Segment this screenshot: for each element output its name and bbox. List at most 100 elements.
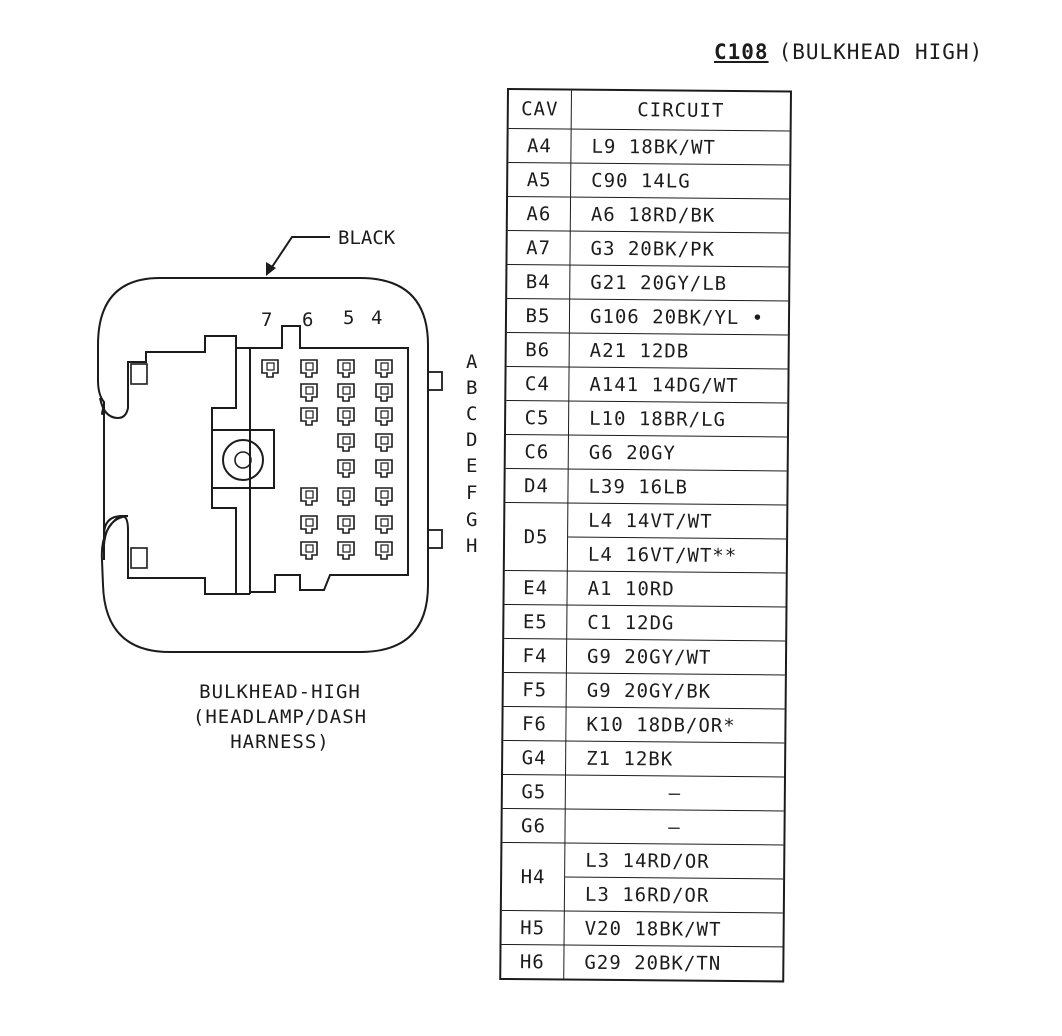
terminal-pin (305, 490, 314, 499)
terminal-pin (342, 436, 351, 445)
circuit-value: A21 12DB (589, 339, 690, 363)
circuit-value: L4 14VT/WT (588, 509, 713, 533)
terminal-cavity-5-B (337, 383, 355, 402)
terminal-pin (380, 362, 389, 371)
row-label-e: E (466, 455, 477, 477)
terminal-cavity-4-A (375, 359, 393, 378)
row-label-c: C (466, 403, 477, 425)
cavity-field (250, 325, 409, 593)
cavity-id: F5 (503, 672, 567, 707)
terminal-cavity-4-B (375, 383, 393, 402)
cavity-id: G6 (502, 808, 566, 843)
caption-line-1: BULKHEAD-HIGH (199, 681, 361, 703)
terminal-pin (342, 490, 351, 499)
connector-code: C108 (714, 40, 769, 64)
circuit-value: K10 18DB/OR* (586, 713, 736, 737)
terminal-pin (380, 386, 389, 395)
circuit-column-header: CIRCUIT (637, 99, 725, 122)
cavity-id: B5 (506, 299, 571, 333)
table-row: F4 G9 20GY/WT (503, 637, 786, 675)
cavity-id: D5 (504, 503, 569, 571)
connector-title: C108 (BULKHEAD HIGH) (714, 40, 983, 64)
cavity-id: B4 (507, 265, 571, 299)
terminal-pin (305, 386, 314, 395)
terminal-pin (380, 436, 389, 445)
caption-line-2: (HEADLAMP/DASH (192, 706, 368, 728)
cavity-id: A4 (508, 129, 572, 163)
latch-upper (99, 335, 250, 420)
terminal-pin (342, 410, 351, 419)
terminal-pin (342, 518, 351, 527)
terminal-cavity-4-E (375, 459, 393, 478)
terminal-cavity-5-G (337, 515, 355, 534)
cavity-id: A5 (508, 163, 572, 197)
table-row: B6 A21 12DB (506, 332, 788, 369)
latch-lower (103, 514, 250, 595)
terminal-cavity-5-E (337, 459, 355, 478)
cavity-id: B6 (506, 333, 570, 367)
terminal-pin (380, 462, 389, 471)
circuit-value: G9 20GY/WT (586, 645, 712, 669)
connector-name: (BULKHEAD HIGH) (778, 40, 984, 64)
table-row: A5 C90 14LG (508, 162, 790, 199)
table-header-row: CAV CIRCUIT (508, 90, 790, 130)
black-leader-line (269, 236, 330, 271)
circuit-value: C1 12DG (587, 611, 675, 634)
cavity-id: F4 (503, 638, 568, 673)
terminal-cavity-5-H (337, 541, 355, 560)
column-label-4: 4 (371, 307, 382, 329)
terminal-pin (342, 544, 351, 553)
terminal-cavity-4-F (375, 487, 393, 506)
mount-hole-inner (234, 451, 252, 469)
circuit-value: A1 10RD (587, 577, 675, 600)
row-label-h: H (466, 535, 477, 557)
mount-boss (211, 429, 275, 489)
cavity-id: F6 (503, 706, 567, 741)
circuit-value: – (668, 781, 682, 805)
row-label-a: A (466, 351, 478, 373)
table-row: G5 – (502, 773, 785, 811)
cavity-id: E5 (504, 604, 568, 639)
center-column (211, 336, 251, 594)
column-label-5: 5 (343, 307, 354, 329)
row-label-g: G (466, 509, 477, 531)
table-row: E5 C1 12DG (504, 603, 786, 641)
table-row: B5 G106 20BK/YL • (506, 298, 789, 335)
connector-caption: BULKHEAD-HIGH (HEADLAMP/DASH HARNESS) (150, 680, 410, 755)
circuit-value: L4 16VT/WT** (567, 536, 787, 573)
cavity-id: H5 (501, 910, 565, 945)
terminal-cavity-5-D (337, 433, 355, 452)
circuit-value: C90 14LG (591, 169, 691, 193)
cavity-id: G5 (502, 774, 567, 809)
terminal-cavity-6-A (300, 359, 318, 378)
mount-hole (222, 439, 264, 481)
circuit-value: Z1 12BK (586, 747, 674, 770)
circuit-value: G9 20GY/BK (586, 679, 712, 703)
circuit-value: A141 14DG/WT (589, 373, 739, 397)
connector-housing-outline (97, 277, 429, 653)
cavity-id: D4 (505, 469, 569, 503)
row-label-f: F (466, 482, 477, 504)
terminal-pin (342, 386, 351, 395)
terminal-pin (380, 490, 389, 499)
terminal-pin (266, 362, 275, 371)
terminal-pin (305, 518, 314, 527)
terminal-cavity-6-G (300, 515, 318, 534)
column-label-6: 6 (302, 309, 313, 331)
latch-slot-upper (130, 363, 148, 385)
terminal-pin (342, 362, 351, 371)
cavity-id: A7 (507, 231, 571, 265)
circuit-value: G106 20BK/YL • (589, 305, 765, 329)
side-tab-upper (427, 371, 443, 391)
circuit-value: V20 18BK/WT (584, 917, 722, 941)
circuit-value: G6 20GY (588, 441, 676, 464)
terminal-cavity-4-G (375, 515, 393, 534)
cavity-id: G4 (503, 740, 567, 775)
cavity-id: A6 (507, 197, 572, 231)
circuit-value: G3 20BK/PK (590, 237, 716, 261)
